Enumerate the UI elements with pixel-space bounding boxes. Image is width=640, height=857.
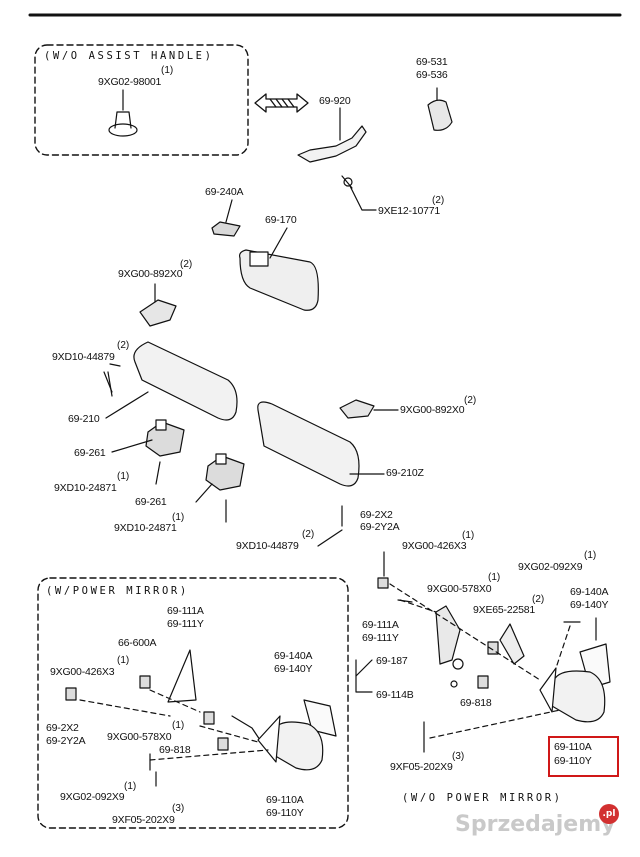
visor-bracket-right-drawing [339,399,399,419]
double-arrow-icon [254,93,309,113]
highlight-box [548,736,619,777]
qty-label: (1) [172,720,185,731]
section-title-assist-handle: (W/O ASSIST HANDLE) [44,50,214,62]
sunvisor-left-drawing [103,341,238,421]
qty-label: (2) [432,195,445,206]
qty-label: (1) [172,512,185,523]
part-label: 69-2Y2A [360,521,400,533]
clip-drawing [211,199,241,237]
part-label: 9XD10-44879 [236,540,299,552]
part-label: 9XD10-24871 [114,522,177,534]
part-label: 9XE65-22581 [473,604,536,616]
part-label: 9XG00-892X0 [400,404,465,416]
mirror-assembly-left-drawing [65,649,337,787]
part-label: 69-187 [376,655,408,667]
qty-label: (2) [464,395,477,406]
visor-holder-b-drawing [195,453,245,523]
assist-handle-box [34,44,249,156]
part-label: 9XD10-24871 [54,482,117,494]
part-label: 69-140Y [274,663,313,675]
part-label: 69-261 [74,447,106,459]
part-label: 69-140A [570,586,609,598]
part-label: 69-818 [159,744,191,756]
part-label: 69-240A [205,186,244,198]
part-label: 9XG00-426X3 [402,540,467,552]
part-label-highlighted: 69-110A [554,741,592,753]
qty-label: (2) [180,259,193,270]
part-label: 66-600A [118,637,157,649]
mirror-assembly-right-drawing [377,551,611,753]
leader-lines-left [79,689,269,761]
qty-label: (1) [117,655,130,666]
qty-label: (1) [584,550,597,561]
part-label: 9XG00-426X3 [50,666,115,678]
part-label: 9XG00-578X0 [427,583,492,595]
qty-label: (1) [462,530,475,541]
part-label: 9XG00-578X0 [107,731,172,743]
bracket-line [355,659,373,693]
section-title-wo-power-mirror: (W/O POWER MIRROR) [402,792,563,804]
section-title-power-mirror: (W/POWER MIRROR) [46,585,189,597]
part-label: 69-920 [319,95,351,107]
rear-view-mirror-drawing [239,227,319,311]
part-label: 9XG00-892X0 [118,268,183,280]
qty-label: (1) [117,471,130,482]
part-label: 69-140A [274,650,313,662]
qty-label: (1) [488,572,501,583]
cap-drawing [427,87,453,131]
visor-bracket-drawing [139,283,177,327]
part-label: 69-111Y [167,618,204,630]
part-label: 69-2X2 [360,509,393,521]
part-label: 69-531 [416,56,448,68]
part-label: 9XF05-202X9 [112,814,175,826]
part-label: 9XE12-10771 [378,205,441,217]
watermark-logo: Sprzedajemy [455,812,616,837]
part-label: 69-536 [416,69,448,81]
part-label: 9XG02-092X9 [60,791,125,803]
visor-holder-drawing [111,419,185,485]
part-label: 69-2Y2A [46,735,86,747]
part-label: 69-210Z [386,467,424,479]
part-label: 69-818 [460,697,492,709]
part-label: 9XF05-202X9 [390,761,453,773]
qty-label: (1) [124,781,137,792]
part-label: 69-140Y [570,599,609,611]
leader-lines-right [389,583,571,739]
part-label: 9XD10-44879 [52,351,115,363]
part-label: 69-2X2 [46,722,79,734]
qty-label: (2) [117,340,130,351]
part-label-highlighted: 69-110Y [554,755,592,767]
qty-label: (3) [452,751,465,762]
part-label: 69-210 [68,413,100,425]
part-label: 69-114B [376,689,414,701]
sunvisor-right-drawing [257,401,385,487]
part-label: 69-111Y [362,632,399,644]
clip-fastener-drawing [108,89,138,137]
qty-label: (2) [302,529,315,540]
qty-label: (2) [532,594,545,605]
qty-label: (3) [172,803,185,814]
part-label: 9XG02-98001 [98,76,162,88]
watermark-badge: .pl [599,804,619,824]
part-label: 69-170 [265,214,297,226]
part-label: 69-110Y [266,807,304,819]
part-label: 69-111A [167,605,204,617]
power-mirror-box [37,577,349,829]
qty-9xg02-98001: (1) [161,65,174,76]
part-label: 69-110A [266,794,304,806]
part-label: 69-111A [362,619,399,631]
part-label: 69-261 [135,496,167,508]
part-label: 9XG02-092X9 [518,561,583,573]
assist-handle-drawing [297,107,377,211]
